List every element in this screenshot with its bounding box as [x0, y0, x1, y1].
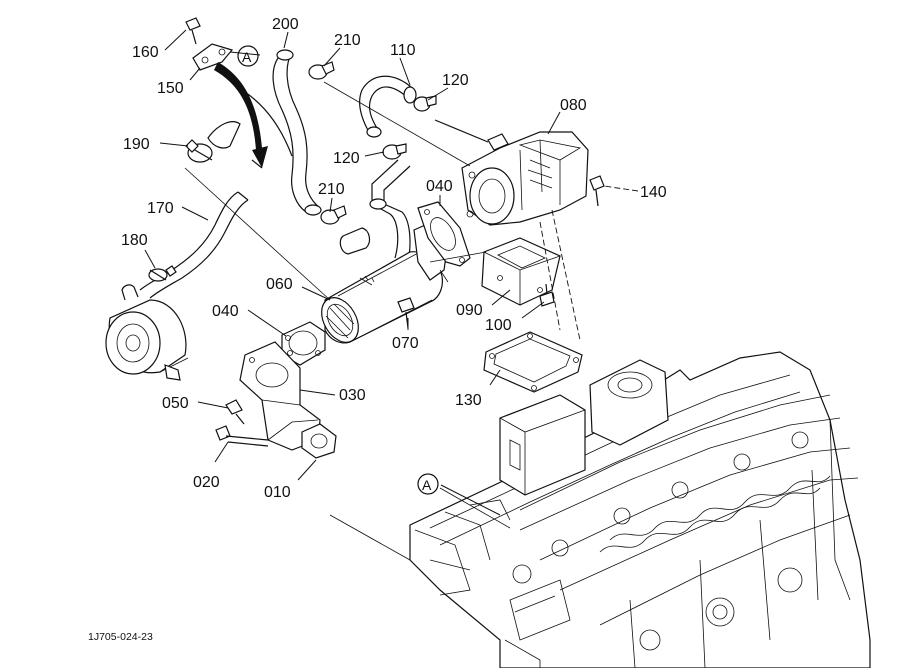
callout-070: 070 — [392, 335, 419, 352]
gasket-010 — [301, 423, 337, 459]
bolt-050 — [225, 399, 245, 425]
bolt-160 — [185, 17, 201, 45]
egr-cooler — [321, 221, 449, 344]
hose-200 — [272, 49, 322, 216]
callout-180: 180 — [121, 232, 148, 249]
callout-130: 130 — [455, 392, 482, 409]
clamp-120-lower — [382, 143, 407, 160]
bracket-150 — [192, 43, 234, 71]
callout-050: 050 — [162, 395, 189, 412]
callout-060: 060 — [266, 276, 293, 293]
cooler-pipe — [369, 159, 411, 263]
clamp-190 — [185, 121, 241, 163]
callout-010: 010 — [264, 484, 291, 501]
elbow-030 — [239, 341, 321, 451]
callout-040-upper: 040 — [426, 178, 453, 195]
bolt-020 — [215, 425, 269, 447]
callout-170: 170 — [147, 200, 174, 217]
callout-120-lower: 120 — [333, 150, 360, 167]
callout-210-lower: 210 — [318, 181, 345, 198]
callout-110: 110 — [390, 42, 416, 59]
clamp-180 — [148, 265, 177, 282]
marker-a-lower-label: A — [422, 477, 432, 493]
clamp-120-upper — [413, 95, 437, 112]
alignment-lines — [184, 81, 581, 561]
gasket-040-upper — [417, 201, 471, 267]
callout-labels: 160 150 200 210 110 120 080 190 120 210 … — [121, 16, 667, 501]
callout-100: 100 — [485, 317, 512, 334]
marker-a-upper: A — [237, 45, 259, 67]
leader-lines — [144, 29, 639, 516]
adapter-090 — [481, 237, 561, 306]
figure-code: 1J705-024-23 — [88, 631, 153, 643]
pipe-segment — [339, 227, 371, 255]
callout-120-upper: 120 — [442, 72, 469, 89]
callout-020: 020 — [193, 474, 220, 491]
oil-cooler — [105, 284, 189, 381]
callout-190: 190 — [123, 136, 150, 153]
egr-valve-080 — [434, 119, 589, 226]
marker-a-lower: A — [417, 473, 439, 495]
callout-040-lower: 040 — [212, 303, 239, 320]
callout-160: 160 — [132, 44, 159, 61]
direction-arrow — [214, 62, 293, 169]
bolt-140 — [589, 175, 605, 207]
callout-200: 200 — [272, 16, 299, 33]
marker-a-upper-label: A — [242, 49, 252, 65]
callout-080: 080 — [560, 97, 587, 114]
clamp-210-upper — [308, 61, 335, 80]
engine-block — [409, 351, 871, 668]
gasket-130 — [483, 331, 583, 393]
callout-140: 140 — [640, 184, 667, 201]
callout-030: 030 — [339, 387, 366, 404]
callout-210-upper: 210 — [334, 32, 361, 49]
callout-090: 090 — [456, 302, 483, 319]
hose-110 — [358, 75, 417, 138]
callout-150: 150 — [157, 80, 184, 97]
clamp-210-lower — [320, 205, 347, 225]
